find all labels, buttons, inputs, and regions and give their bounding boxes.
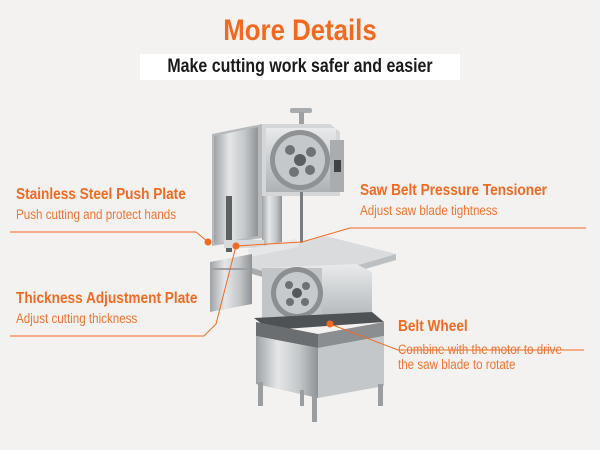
callout-description-line2: the saw blade to rotate <box>398 357 516 372</box>
tension-knob <box>290 108 312 128</box>
lower-wheel <box>271 267 323 319</box>
legs <box>258 382 383 422</box>
saw-blade <box>300 192 303 270</box>
callout-title: Thickness Adjustment Plate <box>16 290 198 307</box>
callout-description: Adjust saw blade tightness <box>360 203 498 218</box>
callout-description-line1: Combine with the motor to drive <box>398 342 562 357</box>
callout-dots <box>204 238 334 328</box>
callout-description: Adjust cutting thickness <box>16 311 138 326</box>
callout-tensioner: Saw Belt Pressure Tensioner Adjust saw b… <box>360 182 573 218</box>
callout-title: Stainless Steel Push Plate <box>16 186 186 203</box>
callout-belt-wheel: Belt Wheel Combine with the motor to dri… <box>398 318 589 372</box>
base-cabinet <box>254 312 384 398</box>
callout-title: Belt Wheel <box>398 318 468 335</box>
callout-lines <box>10 227 586 351</box>
subtitle-background <box>140 54 460 80</box>
callout-push-plate: Stainless Steel Push Plate Push cutting … <box>16 186 209 222</box>
page-title: More Details <box>223 14 377 47</box>
callout-description: Push cutting and protect hands <box>16 207 177 222</box>
callout-thickness-plate: Thickness Adjustment Plate Adjust cuttin… <box>16 290 222 326</box>
upper-wheel <box>270 130 330 190</box>
callout-title: Saw Belt Pressure Tensioner <box>360 182 547 199</box>
page-subtitle: Make cutting work safer and easier <box>167 56 433 77</box>
